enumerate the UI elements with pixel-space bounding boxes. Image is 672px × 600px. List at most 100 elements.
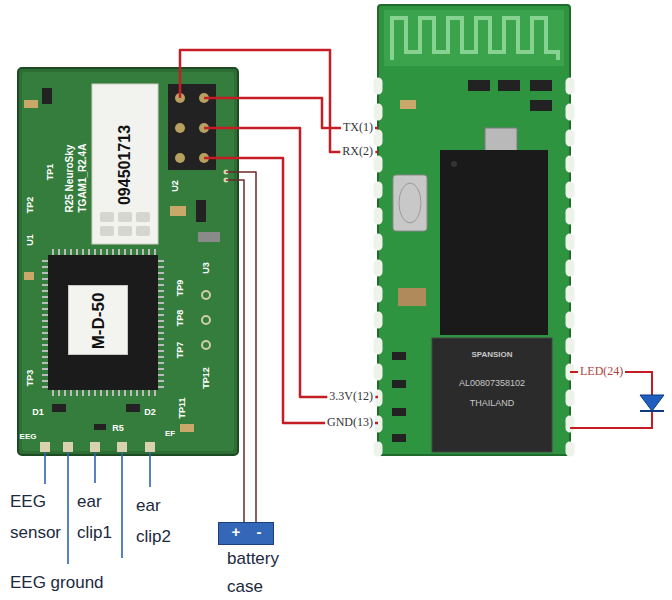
electrode-pad xyxy=(90,442,100,452)
silkscreen-label: EF xyxy=(165,429,175,438)
wire-connector xyxy=(238,128,378,397)
led-diode-bar xyxy=(640,410,664,412)
leader-line xyxy=(121,452,123,558)
smd-part xyxy=(126,404,140,412)
chip-marking: M-D-50 xyxy=(89,293,109,350)
antenna-trace xyxy=(392,18,558,60)
silkscreen-label: TP3 xyxy=(25,370,35,387)
leader-line xyxy=(94,452,96,483)
bluetooth-pcb xyxy=(378,5,570,455)
tgam-pcb-face xyxy=(22,72,234,451)
sticker-mark xyxy=(100,212,114,222)
sticker-mark xyxy=(100,226,114,236)
bluetooth-module: SPANSION AL00807358102THAILAND xyxy=(378,5,570,455)
silkscreen-label: EEG xyxy=(20,432,37,441)
pin-label: LED(24) xyxy=(578,365,625,379)
silkscreen-label: U3 xyxy=(201,262,211,274)
tgam-pcb xyxy=(18,68,238,455)
board-silkscreen: R25 NeuroSky TGAM1_R2.4A xyxy=(63,108,89,213)
wire-stub xyxy=(204,97,238,100)
wire-stub xyxy=(204,127,238,130)
smd-part xyxy=(392,352,406,360)
chip-pins xyxy=(52,390,156,396)
led-diode-symbol xyxy=(640,395,664,411)
header-pin xyxy=(175,153,185,163)
silkscreen-label: U2 xyxy=(170,180,180,192)
test-pad xyxy=(202,316,210,324)
capacitor xyxy=(398,288,426,306)
chip-dot xyxy=(451,161,457,167)
serial-number: 094501713 xyxy=(116,125,134,205)
electrode-pad xyxy=(145,442,155,452)
chip-marking: AL00807358102 xyxy=(459,378,525,388)
smd-part xyxy=(42,88,52,104)
silkscreen-label: TP2 xyxy=(25,197,35,214)
chip-marking: SPANSION xyxy=(471,350,512,359)
test-pad xyxy=(202,341,210,349)
sticker-mark xyxy=(136,212,150,222)
smd-part xyxy=(392,380,406,388)
smd-part xyxy=(24,100,38,108)
chip-pins xyxy=(158,260,164,388)
resistor-array xyxy=(468,80,490,91)
smd-part xyxy=(392,434,406,442)
silkscreen-label: D2 xyxy=(144,407,156,417)
silkscreen-label: TP11 xyxy=(177,397,187,418)
flash-chip xyxy=(432,338,552,452)
leader-line xyxy=(67,452,69,564)
smd-part xyxy=(392,408,406,416)
tgam-board: 094501713 R25 NeuroSky TGAM1_R2.4A M-D-50 xyxy=(18,68,238,455)
silkscreen-label: TP9 xyxy=(175,280,185,297)
silkscreen-label: TP12 xyxy=(201,367,211,389)
led-wire xyxy=(570,372,652,428)
smd-part xyxy=(94,424,106,430)
header-pin xyxy=(175,123,185,133)
sticker-mark xyxy=(118,212,132,222)
smd-part xyxy=(198,232,220,242)
smd-part xyxy=(24,272,34,280)
wire-connector xyxy=(238,158,378,423)
resistor-array xyxy=(498,80,520,91)
resistor-array xyxy=(530,80,552,91)
silkscreen-label: TP1 xyxy=(45,164,55,181)
polarity-sign: + xyxy=(232,523,241,540)
sticker-mark xyxy=(118,226,132,236)
smd-part xyxy=(170,206,186,216)
electrode-label: ear clip1 xyxy=(77,486,122,548)
wire-stub xyxy=(226,179,238,181)
electrode-pad xyxy=(40,442,50,452)
wire-stub xyxy=(179,68,182,98)
smd-part xyxy=(52,404,66,412)
polarity-sign: - xyxy=(257,523,262,540)
leader-line xyxy=(44,452,46,484)
electrode-pad xyxy=(63,442,73,452)
qfp-chip xyxy=(48,255,158,390)
chip-sticker: M-D-50 xyxy=(68,285,128,355)
leader-line xyxy=(149,452,151,487)
sticker-mark xyxy=(136,226,150,236)
smd-part xyxy=(180,424,194,432)
bluetooth-chip xyxy=(440,150,548,335)
chip-pins xyxy=(42,260,48,388)
chip-marking: THAILAND xyxy=(470,398,515,408)
pin-label: TX(1) xyxy=(341,121,375,135)
silkscreen-label: TP8 xyxy=(175,310,185,327)
chip-pins xyxy=(52,249,156,255)
serial-sticker xyxy=(92,84,158,244)
electrode-pad xyxy=(117,442,127,452)
crystal xyxy=(393,175,427,231)
crystal-detail xyxy=(399,183,421,223)
electrode-label: ear clip2 xyxy=(136,490,184,552)
pin-label: RX(2) xyxy=(340,145,375,159)
battery-box: +-battery case xyxy=(218,522,274,545)
resistor-array xyxy=(530,100,552,111)
wire-connector xyxy=(180,50,378,152)
wire-stub xyxy=(204,157,238,160)
wire-stub xyxy=(226,171,238,173)
silkscreen-label: TP7 xyxy=(175,342,185,359)
wire-connector xyxy=(238,172,256,522)
silkscreen-label: R5 xyxy=(112,423,124,433)
smd-part xyxy=(196,200,206,222)
battery-caption: battery case xyxy=(227,545,289,600)
